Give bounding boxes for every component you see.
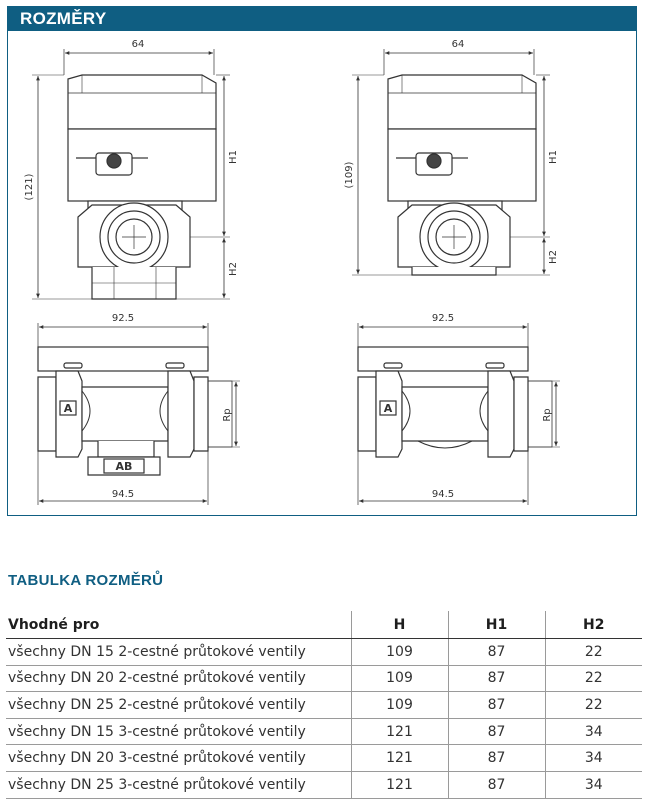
table-cell: 87: [447, 638, 545, 666]
total-height-label: (121): [24, 173, 35, 200]
top-width-label: 92.5: [112, 313, 134, 324]
table-cell: 22: [544, 638, 642, 666]
table-cell: všechny DN 15 2-cestné průtokové ventily: [6, 638, 351, 666]
table-cell: 22: [544, 665, 642, 693]
table-cell: 109: [350, 665, 448, 693]
column-header: H: [350, 611, 448, 639]
table-cell: 121: [350, 771, 448, 799]
table-row: všechny DN 15 3-cestné průtokové ventily…: [6, 718, 642, 746]
table-cell: 121: [350, 718, 448, 746]
column-header: H2: [544, 611, 642, 639]
table-cell: 87: [447, 771, 545, 799]
table-cell: 34: [544, 718, 642, 746]
section-header: ROZMĚRY: [8, 7, 636, 31]
table-cell: 109: [350, 638, 448, 666]
dimensions-table: Vhodné pro H H1 H2 všechny DN 15 2-cestn…: [6, 611, 642, 799]
table-row: všechny DN 25 2-cestné průtokové ventily…: [6, 691, 642, 719]
table-cell: 34: [544, 771, 642, 799]
table-cell: všechny DN 20 2-cestné průtokové ventily: [6, 665, 351, 693]
table-header-row: Vhodné pro H H1 H2: [6, 611, 642, 639]
table-cell: 22: [544, 691, 642, 719]
port-a-label: A: [384, 402, 393, 415]
table-title: TABULKA ROZMĚRŮ: [8, 572, 164, 589]
total-height-label: (109): [344, 161, 355, 188]
h1-label: H1: [228, 150, 239, 164]
port-ab-label: AB: [116, 460, 133, 473]
table-cell: 87: [447, 691, 545, 719]
width-label: 64: [452, 39, 465, 50]
table-cell: všechny DN 15 3-cestné průtokové ventily: [6, 718, 351, 746]
h1-label: H1: [548, 150, 559, 164]
table-row: všechny DN 20 2-cestné průtokové ventily…: [6, 665, 642, 693]
rp-label: Rp: [222, 408, 233, 421]
table-cell: 87: [447, 718, 545, 746]
table-cell: všechny DN 25 2-cestné průtokové ventily: [6, 691, 351, 719]
table-cell: 34: [544, 744, 642, 772]
top-width-label: 92.5: [432, 313, 454, 324]
column-header: Vhodné pro: [6, 611, 351, 639]
column-header: H1: [447, 611, 545, 639]
table-cell: 87: [447, 744, 545, 772]
table-row: všechny DN 15 2-cestné průtokové ventily…: [6, 638, 642, 666]
table-row: všechny DN 20 3-cestné průtokové ventily…: [6, 744, 642, 772]
table-cell: všechny DN 20 3-cestné průtokové ventily: [6, 744, 351, 772]
technical-drawings: 64 (121) H1 H2: [24, 39, 560, 505]
table-row: všechny DN 25 3-cestné průtokové ventily…: [6, 771, 642, 799]
table-cell: 87: [447, 665, 545, 693]
width-label: 64: [132, 39, 145, 50]
table-cell: všechny DN 25 3-cestné průtokové ventily: [6, 771, 351, 799]
drawing-top-right: [352, 49, 550, 276]
drawing-bottom-left: [37, 323, 240, 505]
bottom-width-label: 94.5: [432, 489, 454, 500]
dimensions-panel: ROZMĚRY: [7, 6, 637, 516]
drawing-top-left: [32, 49, 230, 300]
table-cell: 121: [350, 744, 448, 772]
table-cell: 109: [350, 691, 448, 719]
rp-label: Rp: [542, 408, 553, 421]
bottom-width-label: 94.5: [112, 489, 134, 500]
h2-label: H2: [228, 262, 239, 276]
drawing-bottom-right: [357, 323, 560, 505]
h2-label: H2: [548, 250, 559, 264]
port-a-label: A: [64, 402, 73, 415]
